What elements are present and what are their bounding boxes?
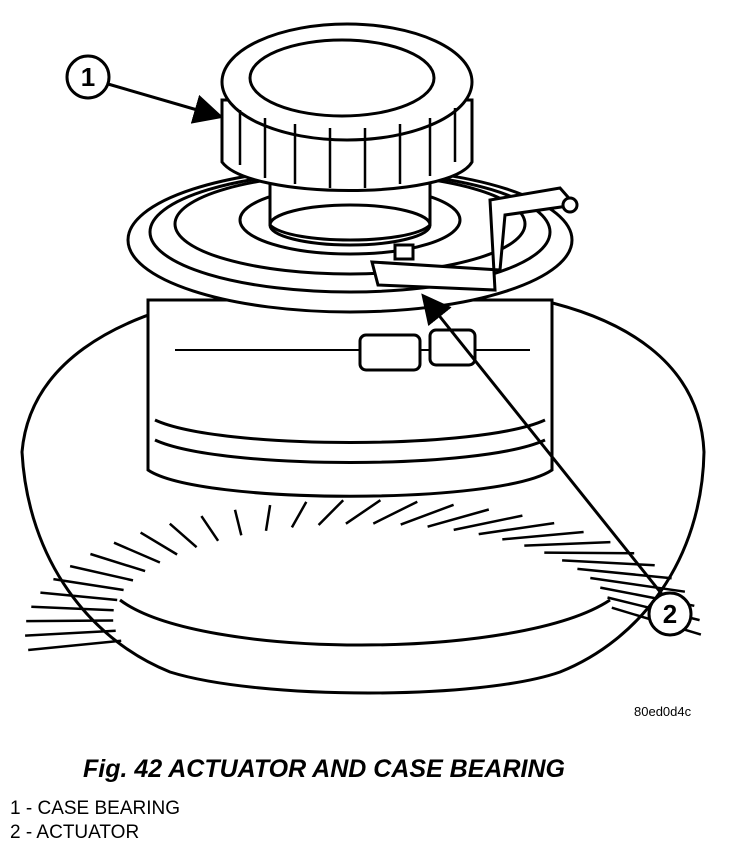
gear-tooth — [139, 531, 178, 556]
gear-tooth — [577, 567, 672, 580]
callout-1-label: 1 — [81, 62, 95, 92]
gear-tooth — [372, 500, 418, 525]
gear-tooth — [200, 515, 220, 542]
gear-tooth — [113, 541, 161, 564]
gear-tooth — [290, 501, 308, 529]
gear-tooth — [427, 508, 490, 528]
gear-tooth — [26, 619, 114, 623]
gear-tooth — [502, 530, 584, 541]
leader-line-1 — [107, 82, 224, 124]
bearing-rollers — [238, 108, 457, 188]
gear-tooth — [400, 503, 455, 526]
legend-separator: - — [20, 798, 38, 819]
gear-tooth — [40, 591, 118, 602]
gear-tooth — [590, 576, 686, 593]
gear-tooth — [453, 514, 523, 532]
gear-tooth — [345, 499, 382, 525]
gear-tooth — [25, 629, 116, 637]
figure-caption: Fig. 42 ACTUATOR AND CASE BEARING — [83, 755, 565, 783]
differential-case-illustration: 1 2 — [20, 22, 706, 695]
gear-tooth — [233, 509, 243, 536]
gear-tooth — [69, 564, 134, 582]
legend-number: 1 — [10, 798, 21, 819]
gear-tooth — [90, 552, 146, 573]
gear-tooth — [478, 521, 555, 536]
gear-tooth — [53, 577, 124, 592]
callout-2-label: 2 — [663, 599, 677, 629]
legend-item-actuator: 2 - ACTUATOR — [10, 821, 180, 845]
leader-line-2 — [421, 293, 667, 599]
callout-2: 2 — [647, 591, 693, 637]
legend: 1 - CASE BEARING 2 - ACTUATOR — [10, 797, 180, 845]
legend-text: CASE BEARING — [37, 798, 181, 819]
actuator — [370, 186, 579, 292]
gear-tooth — [544, 551, 635, 555]
legend-number: 2 — [10, 822, 21, 843]
gear-tooth — [28, 639, 122, 652]
callout-1: 1 — [65, 54, 111, 100]
image-code: 80ed0d4c — [634, 704, 692, 719]
differential-case — [146, 298, 554, 498]
gear-tooth — [168, 522, 198, 549]
gear-tooth — [317, 499, 345, 526]
gear-tooth — [264, 504, 272, 531]
gear-tooth — [31, 605, 114, 612]
legend-text: ACTUATOR — [36, 822, 140, 843]
case-bearing — [220, 22, 474, 247]
legend-item-case-bearing: 1 - CASE BEARING — [10, 797, 180, 821]
legend-separator: - — [20, 822, 37, 843]
gear-tooth — [524, 540, 611, 547]
